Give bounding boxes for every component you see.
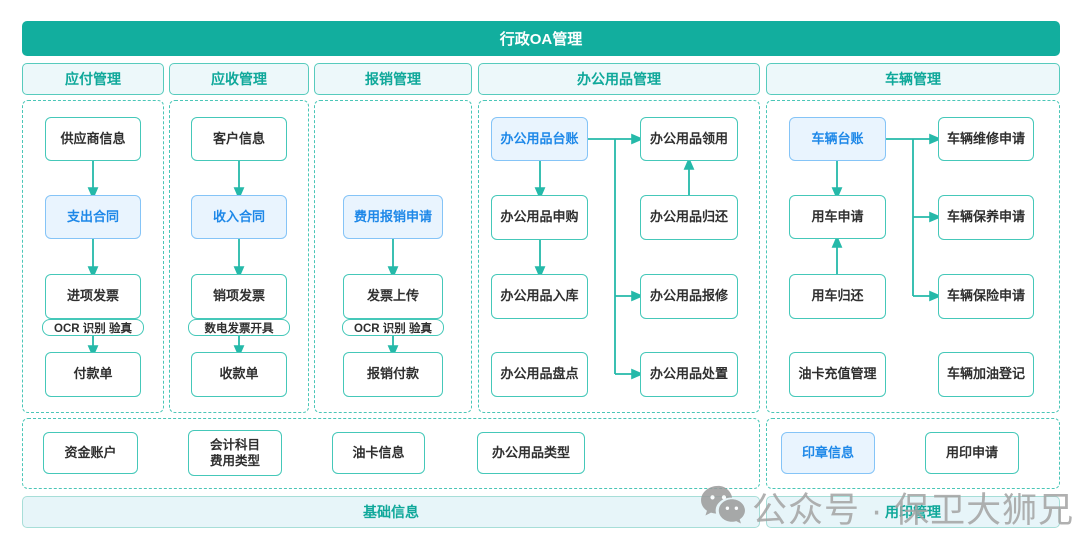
node-supplier-info: 供应商信息 [45,117,141,161]
header-reimbursement: 报销管理 [314,63,472,95]
node-office-supplies-stocktake: 办公用品盘点 [491,352,588,397]
watermark: 公众号 · 保卫大狮兄 [700,482,1074,533]
node-office-supplies-repair: 办公用品报修 [640,274,738,319]
node-line: 费用类型 [209,454,260,468]
header-vehicle: 车辆管理 [766,63,1060,95]
node-digital-invoice-tag: 数电发票开具 [188,319,290,336]
node-reimburse-payment: 报销付款 [343,352,443,397]
node-vehicle-use-apply: 用车申请 [789,195,886,239]
node-income-contract: 收入合同 [191,195,287,239]
node-input-invoice: 进项发票 [45,274,141,319]
banner-seal-mgmt: 用印管理 [766,496,1060,528]
node-expenditure-contract: 支出合同 [45,195,141,239]
panel-office-supplies [478,100,760,413]
node-office-supplies-type: 办公用品类型 [477,432,585,474]
node-vehicle-ledger: 车辆台账 [789,117,886,161]
node-fund-account: 资金账户 [43,432,138,474]
node-customer-info: 客户信息 [191,117,287,161]
node-office-supplies-inbound: 办公用品入库 [491,274,588,319]
panel-reimbursement [314,100,472,413]
node-expense-reimburse-apply: 费用报销申请 [343,195,443,239]
node-office-supplies-disposal: 办公用品处置 [640,352,738,397]
node-payment-slip: 付款单 [45,352,141,397]
node-invoice-upload: 发票上传 [343,274,443,319]
panel-receivable [169,100,309,413]
node-line: 会计科目 [209,437,260,452]
panel-payable [22,100,164,413]
node-vehicle-maintenance-apply: 车辆保养申请 [938,195,1034,240]
banner-admin-oa: 行政OA管理 [22,21,1060,56]
panel-seal [766,418,1060,489]
node-accounting-subject: 会计科目 费用类型 [188,430,282,476]
header-payable: 应付管理 [22,63,164,95]
node-seal-info: 印章信息 [781,432,875,474]
node-vehicle-repair-apply: 车辆维修申请 [938,117,1034,161]
panel-vehicle [766,100,1060,413]
header-office-supplies: 办公用品管理 [478,63,760,95]
banner-basic-info: 基础信息 [22,496,760,528]
node-output-invoice: 销项发票 [191,274,287,319]
node-vehicle-insurance-apply: 车辆保险申请 [938,274,1034,319]
wechat-icon [700,484,746,531]
node-seal-use-apply: 用印申请 [925,432,1019,474]
node-ocr-verify-tag: OCR 识别 验真 [342,319,444,336]
header-receivable: 应收管理 [169,63,309,95]
node-office-supplies-claim: 办公用品领用 [640,117,738,161]
node-ocr-verify-tag: OCR 识别 验真 [42,319,144,336]
panel-basic-info [22,418,760,489]
watermark-text: 公众号 · 保卫大狮兄 [752,491,1075,530]
node-office-supplies-ledger: 办公用品台账 [491,117,588,161]
node-vehicle-refuel-register: 车辆加油登记 [938,352,1034,397]
node-office-supplies-return: 办公用品归还 [640,195,738,240]
node-receipt-slip: 收款单 [191,352,287,397]
node-vehicle-use-return: 用车归还 [789,274,886,319]
node-fuel-card-info: 油卡信息 [332,432,425,474]
node-fuel-card-recharge: 油卡充值管理 [789,352,886,397]
node-office-supplies-purchase: 办公用品申购 [491,195,588,240]
